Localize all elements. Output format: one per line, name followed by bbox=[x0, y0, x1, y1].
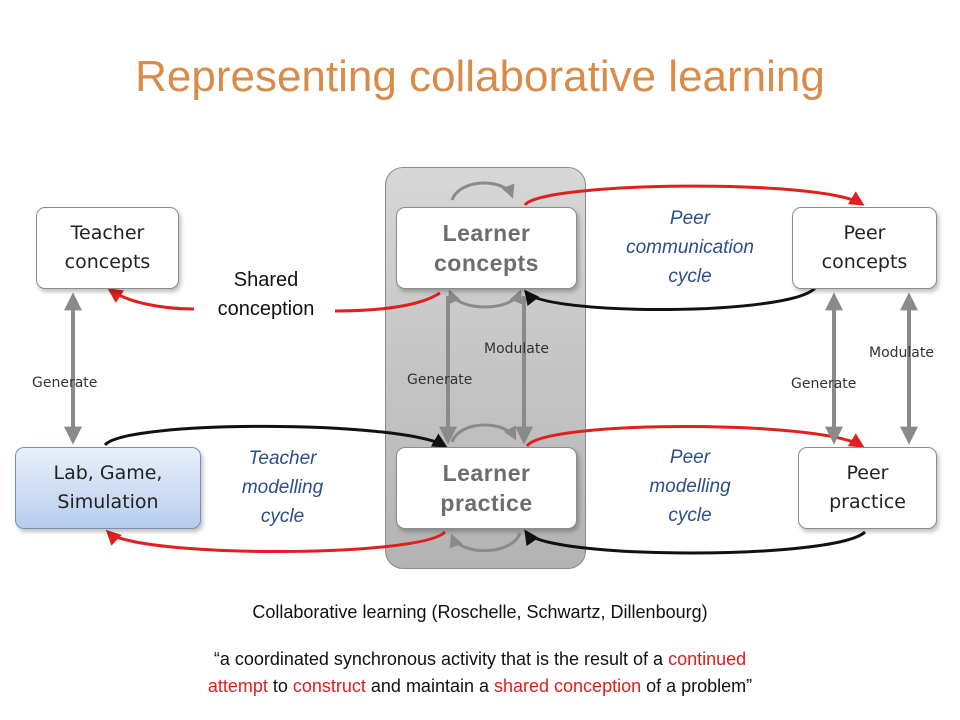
quote-continued: continued bbox=[668, 649, 747, 669]
learner-concepts-label: Learner concepts bbox=[434, 220, 539, 276]
peer-practice-label: Peer practice bbox=[829, 462, 906, 513]
teacher-modelling-cycle-label: Teacher modelling cycle bbox=[241, 448, 324, 527]
peer-modelling-cycle-label: Peer modelling cycle bbox=[649, 447, 731, 526]
teacher-modelling-red-arrow bbox=[105, 529, 447, 553]
teacher-concepts-label: Teacher concepts bbox=[64, 222, 151, 273]
quote-part-3: and maintain a bbox=[365, 676, 494, 696]
learner-practice-label: Learner practice bbox=[440, 460, 533, 516]
shared-conception-red-arrow-left bbox=[107, 288, 195, 311]
quote-part-2: to bbox=[267, 676, 293, 696]
learner-practice-box: Learner practice bbox=[396, 447, 577, 529]
quote-part-4: of a problem” bbox=[641, 676, 753, 696]
generate-right-label: Generate bbox=[791, 376, 857, 392]
learner-concepts-box: Learner concepts bbox=[396, 207, 577, 289]
caption-quote: “a coordinated synchronous activity that… bbox=[0, 646, 960, 700]
caption-source: Collaborative learning (Roschelle, Schwa… bbox=[252, 602, 708, 622]
quote-construct: construct bbox=[292, 676, 366, 696]
quote-attempt: attempt bbox=[207, 676, 268, 696]
self-loop-concepts-arrow bbox=[450, 181, 515, 201]
generate-center-label: Generate bbox=[407, 372, 473, 388]
peer-modelling-black-arrow bbox=[524, 529, 867, 555]
lab-game-simulation-box: Lab, Game, Simulation bbox=[15, 447, 201, 529]
peer-practice-box: Peer practice bbox=[798, 447, 937, 529]
teacher-modelling-black-arrow bbox=[103, 424, 448, 448]
self-loop-practice-top-arrow bbox=[450, 423, 517, 443]
lab-game-simulation-label: Lab, Game, Simulation bbox=[53, 462, 163, 513]
peer-concepts-label: Peer concepts bbox=[821, 222, 908, 273]
generate-left-label: Generate bbox=[32, 375, 98, 391]
self-loop-practice-bottom-arrow bbox=[449, 532, 522, 553]
quote-shared-conception: shared conception bbox=[494, 676, 642, 696]
page-title: Representing collaborative learning bbox=[135, 52, 825, 101]
quote-part-1: “a coordinated synchronous activity that… bbox=[213, 649, 669, 669]
shared-conception-red-arrow-right bbox=[334, 291, 441, 313]
shared-conception-label: Shared conception bbox=[217, 269, 315, 320]
teacher-concepts-box: Teacher concepts bbox=[36, 207, 179, 289]
self-loop-concepts-bottom-arrow bbox=[447, 289, 523, 309]
peer-communication-cycle-label: Peer communication cycle bbox=[626, 208, 754, 287]
peer-communication-red-arrow bbox=[523, 184, 865, 207]
modulate-center-label: Modulate bbox=[484, 341, 549, 357]
modulate-right-label: Modulate bbox=[869, 345, 934, 361]
peer-communication-black-arrow bbox=[524, 286, 817, 311]
peer-concepts-box: Peer concepts bbox=[792, 207, 937, 289]
